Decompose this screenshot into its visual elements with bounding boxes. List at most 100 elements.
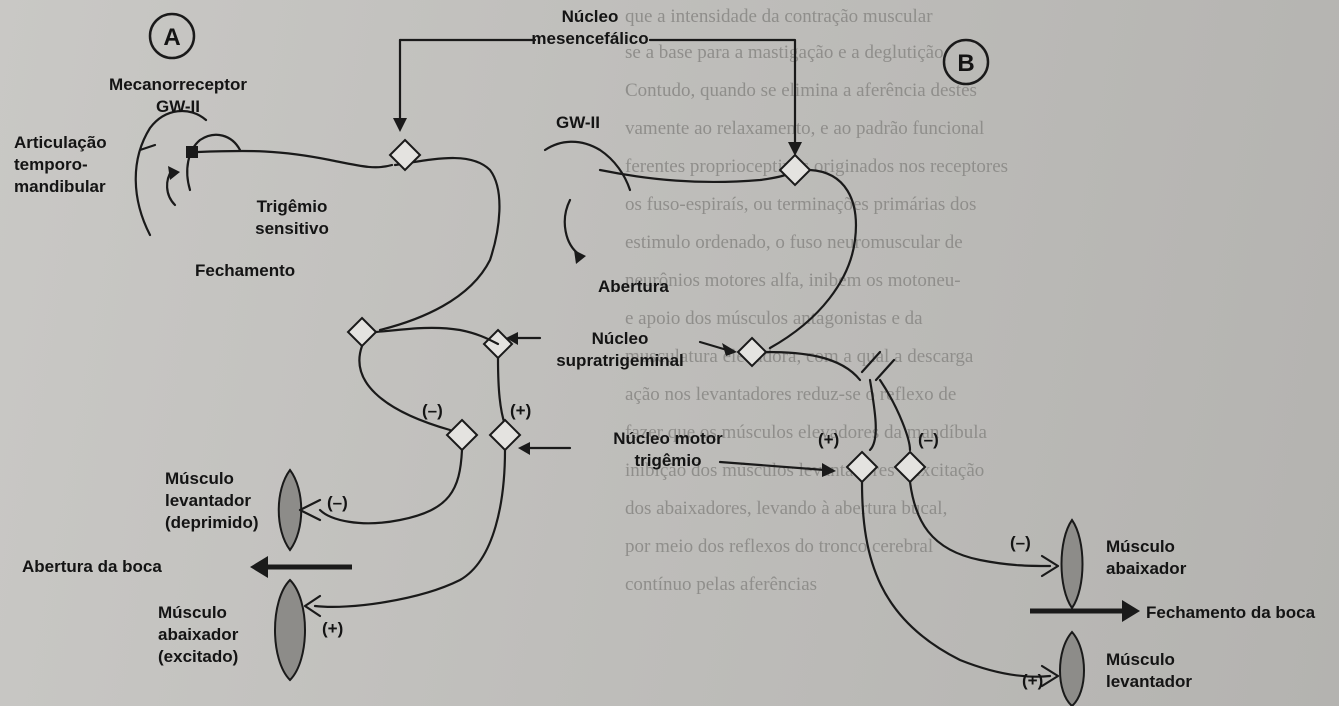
abaixador-label-a-3: (excitado): [158, 647, 238, 666]
levantador-muscle-b: [1059, 630, 1085, 706]
mecanorreceptor-label-2: GW-II: [156, 97, 200, 116]
abaixador-muscle-a: [274, 578, 306, 682]
trigemio-label: Trigêmio: [257, 197, 328, 216]
nucleo-supratrigeminal-label: Núcleo: [592, 329, 649, 348]
levantador-sign-a: (–): [327, 493, 348, 512]
nucleo-mesencefalico-label: Núcleo: [562, 7, 619, 26]
mesencefalico-arrowhead-a: [393, 118, 407, 132]
interneuron-to-motor-left: [358, 344, 452, 432]
levantador-sign-b: (+): [1022, 671, 1043, 690]
inhibit-sign-a: (–): [422, 401, 443, 420]
axon-to-levantador-b: [860, 480, 1052, 678]
supra-arrowhead-b: [722, 343, 737, 356]
bg-line: vamente ao relaxamento, e ao padrão func…: [625, 118, 984, 139]
articulacao-label-2: temporo-: [14, 155, 88, 174]
levantador-label-b: Músculo: [1106, 650, 1175, 669]
bg-line: neurônios motores alfa, inibem os motone…: [625, 270, 961, 291]
excite-sign-b: (+): [818, 430, 839, 449]
interneuron-to-motor-b: [868, 378, 877, 452]
abertura-boca-label: Abertura da boca: [22, 557, 162, 576]
supra-synapse-b: [736, 336, 768, 368]
bg-line: os fuso-espiraís, ou terminações primári…: [625, 194, 976, 215]
bg-line: ação nos levantadores reduz-se o reflexo…: [625, 384, 956, 405]
levantador-muscle-a: [277, 468, 303, 552]
bg-line: inibição dos músculos levantadores e exc…: [625, 460, 984, 481]
mechanoreceptor-marker: [186, 146, 198, 158]
condyle-outline-b: [543, 140, 632, 192]
abaixador-label-a-2: abaixador: [158, 625, 239, 644]
bg-line: ferentes proprioceptivos originados nos …: [625, 156, 1008, 177]
bg-line: que a intensidade da contração muscular: [625, 6, 933, 27]
mandible-outline: [186, 133, 242, 192]
abaixador-sign-b: (–): [1010, 533, 1031, 552]
nucleo-motor-label: Núcleo motor: [613, 429, 723, 448]
interneuron-bar-b: [860, 350, 896, 382]
interneuron-link: [374, 326, 500, 346]
panel-b-circle: [942, 38, 990, 86]
motor-synapse-plus: [488, 418, 522, 452]
interneuron-to-motor-right: [496, 356, 507, 427]
axon-to-levantador: [318, 448, 464, 525]
levantador-label-b-2: levantador: [1106, 672, 1192, 691]
bg-line: estimulo ordenado, o fuso neuromuscular …: [625, 232, 963, 253]
sensory-fiber-b: [598, 168, 795, 184]
abaixador-sign-a: (+): [322, 619, 343, 638]
bg-line: fazer que os músculos elevadores da mand…: [625, 422, 987, 443]
panel-a-letter: A: [163, 24, 180, 51]
inhibit-sign-b: (–): [918, 430, 939, 449]
interneuron-to-motor-b2: [878, 378, 912, 452]
mesencefalico-bracket-right: [648, 38, 797, 147]
trigeminal-sensory-fiber: [196, 149, 394, 169]
sensory-fiber-continuation: [378, 156, 501, 332]
axon-to-abaixador: [313, 448, 507, 608]
motor-synapse-minus: [445, 418, 479, 452]
abaixador-label-a: Músculo: [158, 603, 227, 622]
levantador-label-a-2: levantador: [165, 491, 251, 510]
levantador-label-a-3: (deprimido): [165, 513, 259, 532]
motor-pointer-b: [718, 460, 827, 472]
bg-line: dos abaixadores, levando à abertura buca…: [625, 498, 947, 519]
condyle-outline: [134, 109, 208, 237]
axon-to-abaixador-b: [908, 480, 1052, 568]
bg-line: musculatura elevadora, com a qual a desc…: [625, 346, 974, 367]
fechamento-boca-label: Fechamento da boca: [1146, 603, 1316, 622]
abaixador-muscle-b: [1060, 518, 1084, 610]
bg-line: por meio dos reflexos do tronco cerebral: [625, 536, 933, 557]
abaixador-label-b-2: abaixador: [1106, 559, 1187, 578]
panel-a: A (–) (+): [14, 12, 572, 682]
bg-line: e apoio dos músculos antagonistas e da: [625, 308, 923, 329]
center-labels: Núcleo mesencefálico Núcleo supratrigemi…: [398, 7, 836, 477]
supra-arrowhead-a: [506, 332, 518, 345]
fechamento-arrowhead: [168, 166, 180, 180]
articulacao-pointer: [138, 143, 157, 152]
levantador-endplate-a: [298, 498, 322, 522]
trigemio-label-2: sensitivo: [255, 219, 329, 238]
bg-line: Contudo, quando se elimina a aferência d…: [625, 80, 977, 101]
mecanorreceptor-label: Mecanorreceptor: [109, 75, 247, 94]
panel-b-letter: B: [957, 50, 974, 77]
nucleo-mesencefalico-label-2: mesencefálico: [531, 29, 648, 48]
articulacao-label: Articulação: [14, 133, 107, 152]
bg-line: se a base para a mastigação e a deglutiç…: [625, 42, 944, 63]
abaixador-label-b: Músculo: [1106, 537, 1175, 556]
supra-synapse-left: [346, 316, 378, 348]
bg-line: contínuo pelas aferências: [625, 574, 817, 595]
motor-arrowhead-a: [518, 442, 530, 455]
gw-label-b: GW-II: [556, 113, 600, 132]
mesencephalic-synapse-a: [388, 138, 422, 172]
articulacao-label-3: mandibular: [14, 177, 106, 196]
motor-arrowhead-b: [822, 463, 836, 477]
fechamento-label: Fechamento: [195, 261, 295, 280]
levantador-label-a: Músculo: [165, 469, 234, 488]
mesencephalic-synapse-b: [778, 153, 812, 187]
abaixador-endplate-b: [1040, 554, 1060, 578]
abertura-arrow-b: [563, 198, 582, 257]
background-text: que a intensidade da contração muscular …: [625, 6, 1008, 595]
mesencefalico-arrowhead-b: [788, 142, 802, 156]
excite-sign-a: (+): [510, 401, 531, 420]
interneuron-link-b: [764, 350, 862, 382]
panel-a-circle: [148, 12, 196, 60]
abertura-label-b: Abertura: [598, 277, 669, 296]
sensory-fiber-continuation-b: [768, 168, 857, 350]
